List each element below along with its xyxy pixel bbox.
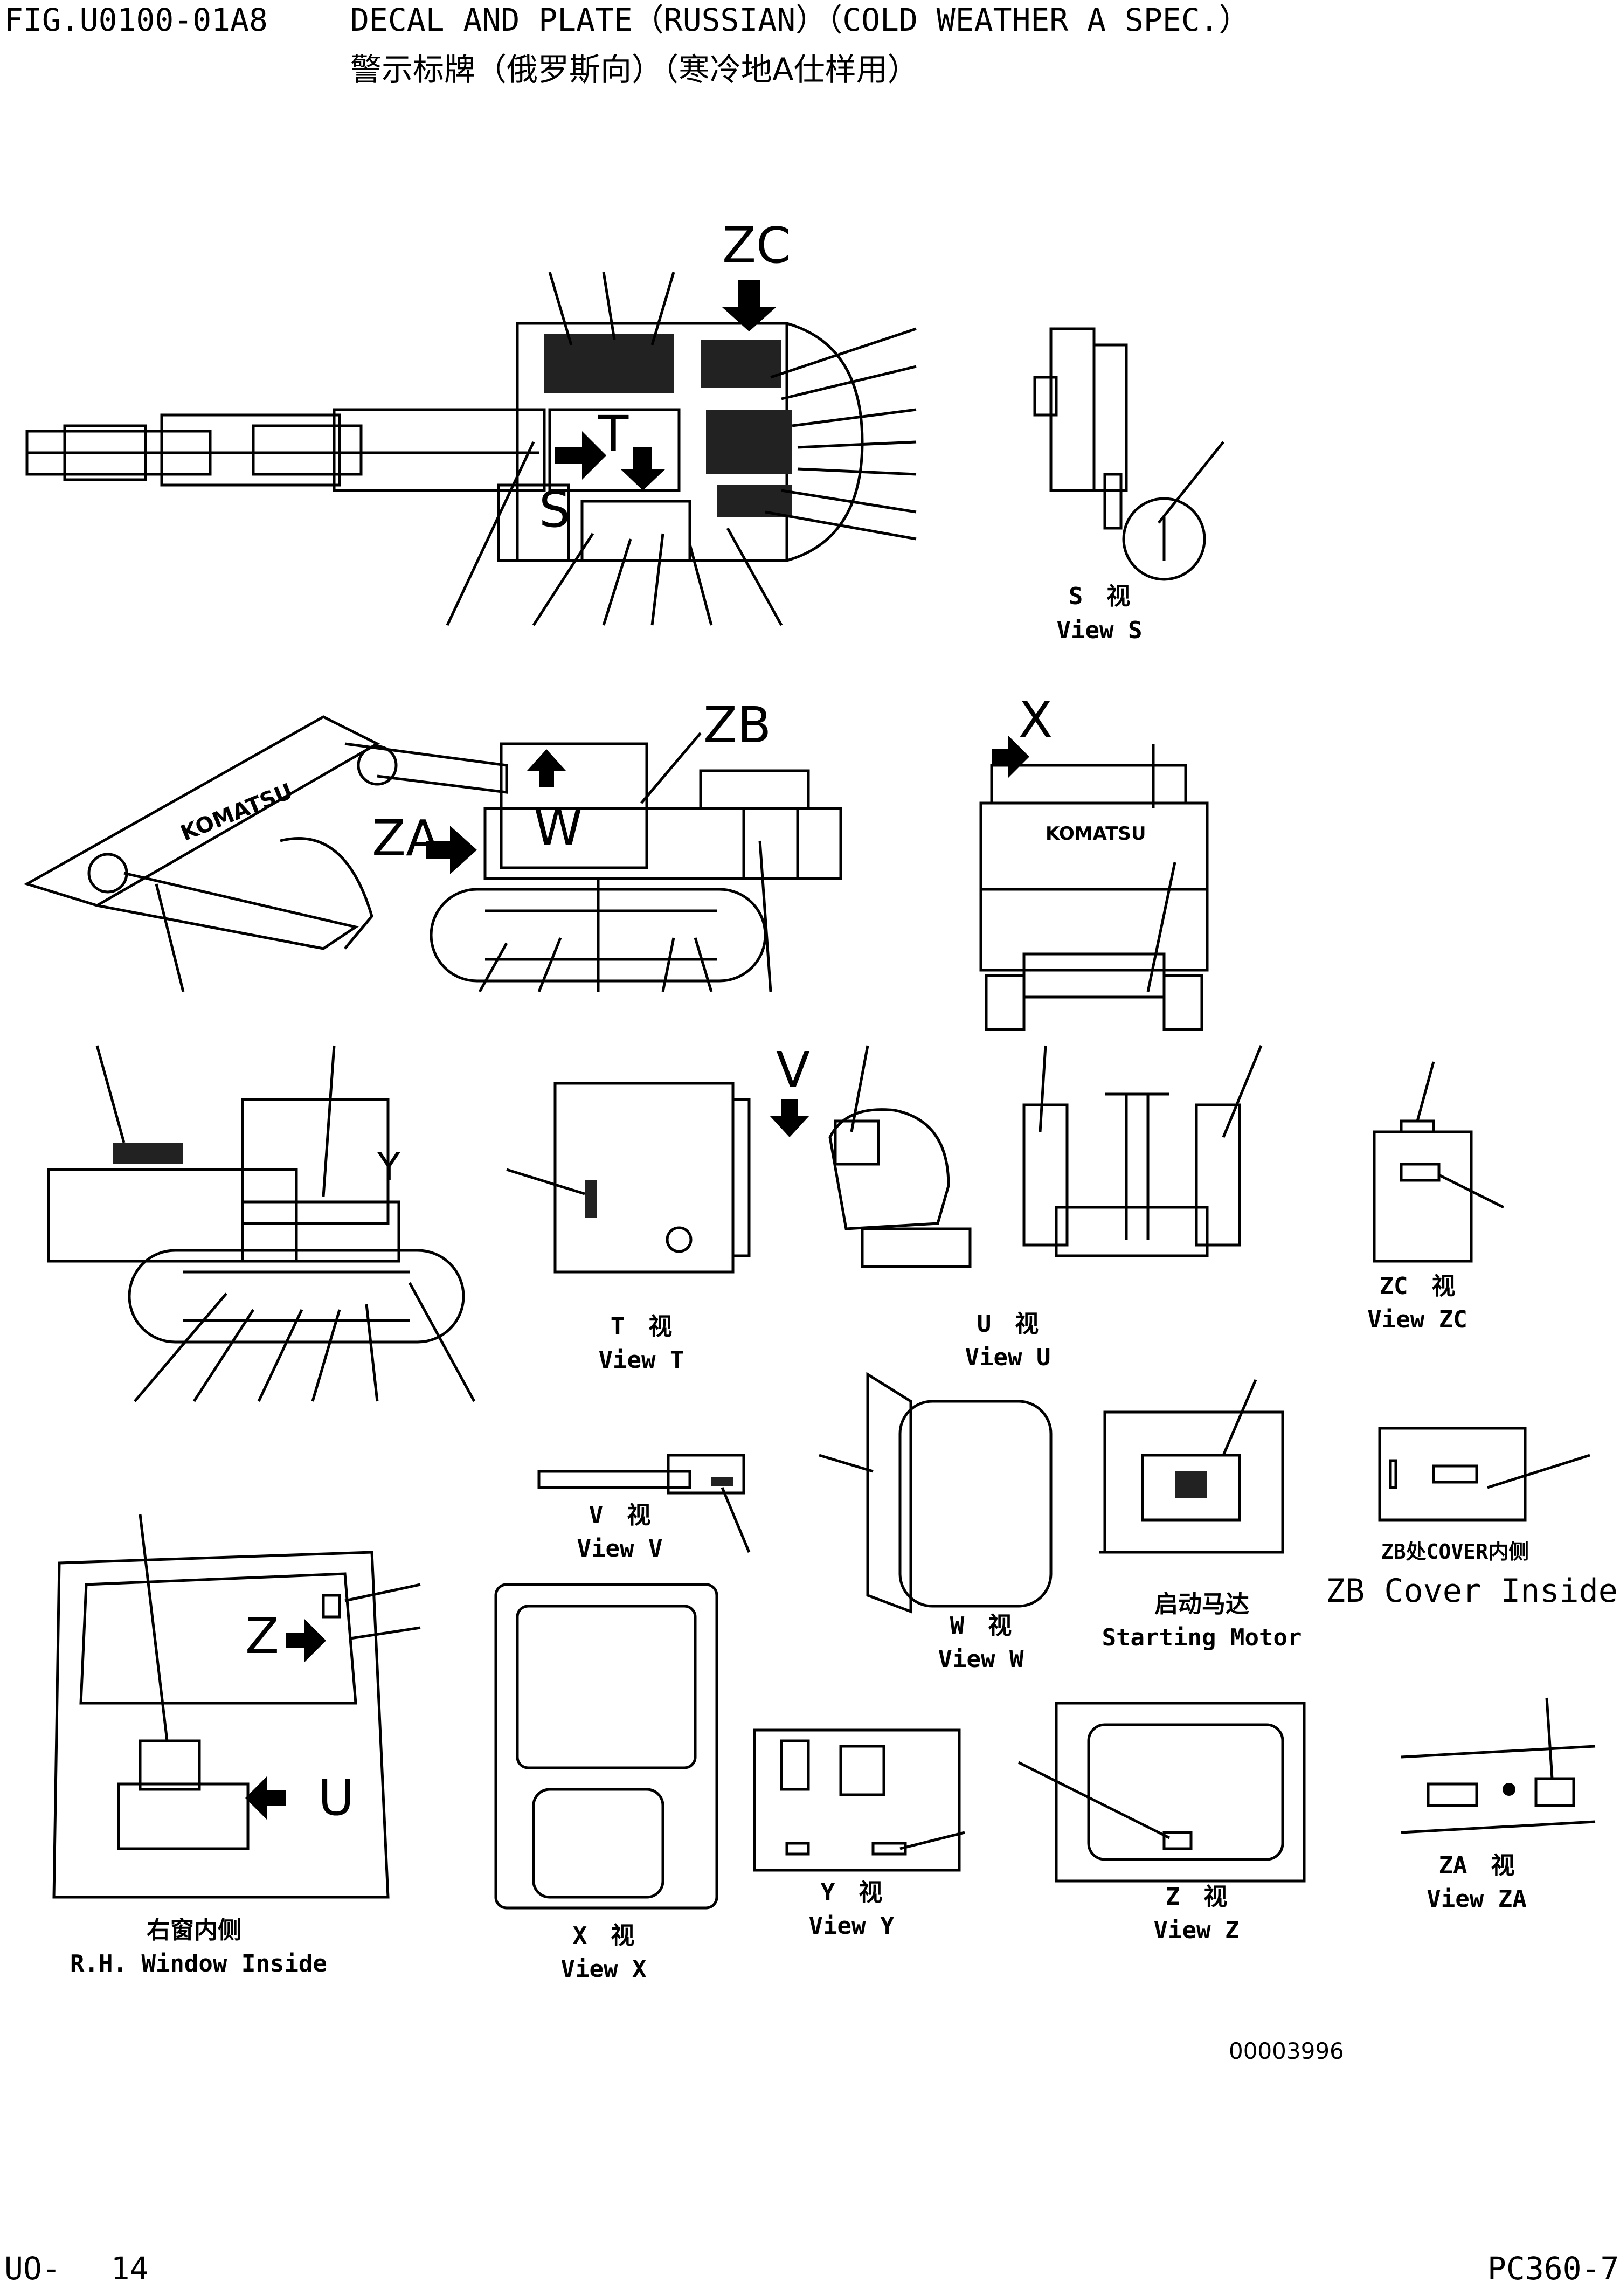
callout-u: U (318, 1769, 355, 1827)
right-side-view (47, 1045, 476, 1402)
view-zc-drawing (1373, 1061, 1505, 1263)
view-v-caption-en: View V (577, 1535, 663, 1562)
view-t-caption-cn: T 视 (610, 1313, 673, 1340)
callout-w: W (534, 799, 583, 856)
title-chinese: 警示标牌（俄罗斯向）（寒冷地A仕样用） (350, 51, 919, 88)
view-za-caption-cn: ZA 视 (1438, 1852, 1515, 1879)
view-w-drawing (819, 1372, 1053, 1614)
rh-window-caption-cn: 右窗内侧 (147, 1917, 241, 1944)
view-s-caption-en: View S (1056, 617, 1143, 644)
starting-motor-caption-cn: 启动马达 (1154, 1590, 1249, 1618)
view-x-caption-cn: X 视 (572, 1922, 635, 1949)
view-w-caption-cn: W 视 (950, 1612, 1012, 1640)
view-za-caption-en: View ZA (1427, 1885, 1527, 1913)
rh-window-drawing (52, 1514, 421, 1899)
view-zc-caption-cn: ZC 视 (1379, 1273, 1456, 1300)
view-x-drawing (494, 1583, 718, 1910)
zb-cover-caption-en: ZB Cover Inside (1326, 1572, 1618, 1610)
zb-cover-drawing (1378, 1427, 1590, 1522)
brand-mark-rear: KOMATSU (1046, 823, 1146, 845)
callout-v: V (776, 1041, 810, 1099)
callout-y: Y (377, 1145, 400, 1189)
view-u-drawing (770, 1045, 1263, 1268)
zb-cover-caption-cn: ZB处COVER内侧 (1381, 1540, 1529, 1564)
top-plan-view (25, 272, 917, 626)
view-t-drawing (506, 1082, 751, 1274)
view-s-caption-cn: S 视 (1068, 583, 1131, 610)
view-v-caption-cn: V 视 (589, 1502, 651, 1529)
starting-motor-drawing (1099, 1379, 1284, 1554)
view-u-caption-en: View U (965, 1344, 1051, 1371)
drawing-number: 00003996 (1229, 2038, 1344, 2064)
view-x-caption-en: View X (560, 1955, 647, 1983)
view-w-caption-en: View W (938, 1645, 1024, 1673)
view-s-drawing (1033, 327, 1224, 581)
figure-code: FIG.U0100-01A8 (4, 2, 268, 38)
callout-zb: ZB (703, 696, 772, 754)
view-y-caption-cn: Y 视 (820, 1879, 883, 1906)
view-z-caption-en: View Z (1153, 1917, 1240, 1944)
rh-window-caption-en: R.H. Window Inside (70, 1950, 327, 1977)
title-english: DECAL AND PLATE（RUSSIAN）（COLD WEATHER A … (350, 2, 1250, 38)
view-y-drawing (753, 1728, 965, 1872)
view-za-drawing (1401, 1697, 1596, 1834)
callout-s: S (539, 481, 571, 538)
callout-x: X (1019, 691, 1053, 749)
view-zc-caption-en: View ZC (1367, 1306, 1467, 1333)
rear-view (979, 735, 1209, 1031)
callout-zc: ZC (722, 217, 791, 274)
view-y-caption-en: View Y (808, 1912, 895, 1940)
callout-za: ZA (372, 810, 440, 867)
callout-t: T (598, 405, 629, 463)
footer-page: UO- 14 (4, 2250, 149, 2287)
view-t-caption-en: View T (598, 1346, 684, 1374)
callout-z: Z (245, 1607, 280, 1665)
starting-motor-caption-en: Starting Motor (1102, 1624, 1302, 1651)
view-z-caption-cn: Z 视 (1165, 1883, 1228, 1911)
view-v-drawing (537, 1454, 751, 1553)
view-z-drawing (1017, 1702, 1306, 1883)
view-u-caption-cn: U 视 (977, 1310, 1039, 1338)
footer-model: PC360-7 (1487, 2250, 1619, 2287)
left-side-view (23, 715, 842, 993)
